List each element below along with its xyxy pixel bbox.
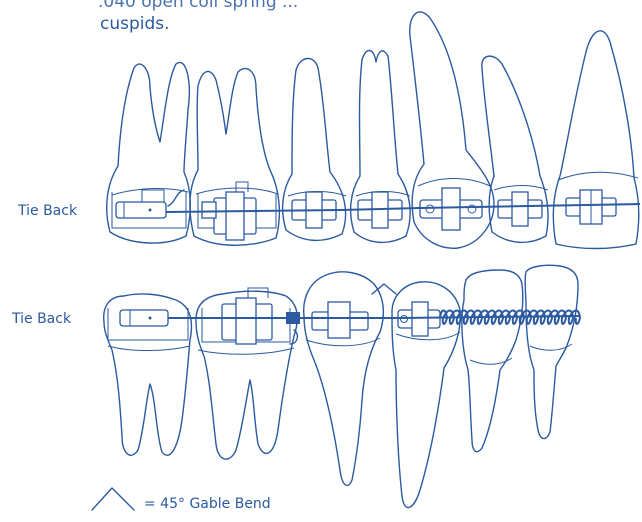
legend-gable-bend-icon <box>92 488 134 510</box>
lower-molar-band <box>108 308 188 340</box>
gable-bend-legend-label: = 45° Gable Bend <box>144 496 271 512</box>
open-coil-spring-icon <box>440 311 580 325</box>
lower-lateral-incisor <box>462 270 523 452</box>
tie-back-label-upper: Tie Back <box>18 203 77 219</box>
upper-cuspid-bracket <box>420 188 482 230</box>
tie-back-label-lower: Tie Back <box>12 311 71 327</box>
lower-central-incisor <box>525 265 578 438</box>
lower-cuspid-bracket <box>398 302 440 336</box>
upper-molar-band <box>112 190 186 228</box>
upper-tie-back-hook <box>168 190 184 206</box>
upper-lateral-bracket <box>498 192 542 226</box>
upper-central-bracket <box>566 190 616 224</box>
upper-arch <box>107 12 640 249</box>
lower-premolar-2-bracket <box>312 302 368 338</box>
lower-arch <box>104 265 580 507</box>
